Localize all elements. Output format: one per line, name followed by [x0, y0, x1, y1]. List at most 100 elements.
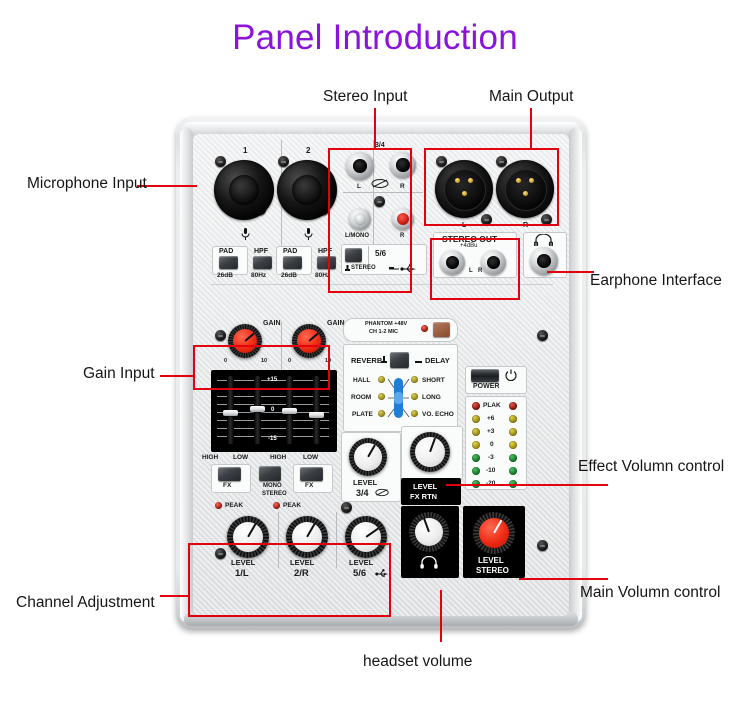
stereo-out-level: +4dBu [460, 243, 478, 249]
audio-mixer-device: 1 2 PAD 26dB HPF [176, 118, 586, 630]
leader-stereo-input [374, 108, 376, 150]
usb-stereo-button[interactable] [345, 248, 362, 262]
fx-rtn-label-block [401, 478, 461, 505]
stereo-input-left-label: L [357, 183, 361, 190]
highlight-gain [193, 345, 330, 390]
leader-effect-volume [446, 484, 608, 486]
hpf-value-2: 80Hz [315, 272, 331, 279]
eq-band-label-1: HIGH [202, 454, 219, 461]
meter-led-left-plus6 [472, 415, 480, 423]
page-title: Panel Introduction [232, 18, 518, 57]
stereo-out-right-label: R [478, 268, 483, 274]
power-icon [505, 369, 517, 381]
gain-min-1: 0 [224, 358, 228, 364]
eq-scale-top: +15 [267, 377, 278, 383]
level-56-label-2: 5/6 [353, 568, 367, 579]
earphone-jack[interactable] [530, 247, 558, 275]
stereo-label: STEREO [262, 491, 287, 497]
rca-input-right[interactable] [392, 208, 414, 230]
hpf-button-1[interactable] [253, 256, 272, 269]
fx-rtn-knob[interactable] [410, 432, 450, 472]
peak-led-1 [215, 502, 222, 509]
stereo-icon [415, 361, 422, 363]
stereo-input-divider [343, 192, 423, 193]
hpf-label-2: HPF [318, 248, 332, 255]
highlight-channel-adjust [188, 543, 391, 617]
rca-left-label: L/MONO [345, 233, 369, 239]
delay-label: DELAY [425, 356, 450, 365]
highlight-stereo-input [328, 148, 412, 293]
reverb-label: REVERB [351, 356, 383, 365]
rca-input-left[interactable] [349, 208, 371, 230]
leader-main-output [530, 108, 532, 150]
pad-button-2[interactable] [283, 256, 302, 269]
level-56-knob[interactable] [345, 516, 387, 558]
stereo-out-jack-right[interactable] [481, 250, 506, 275]
level-2r-label-2: 2/R [294, 568, 309, 579]
gain-knob-2[interactable] [292, 324, 326, 358]
preset-room-led [378, 393, 385, 400]
meter-led-left-plak [472, 402, 480, 410]
mic-input-jack-1[interactable] [214, 160, 274, 220]
stereo-input-right-label: R [400, 183, 405, 190]
level-divider-1 [278, 512, 279, 568]
level-2r-knob[interactable] [286, 516, 328, 558]
eq-fader-low-1[interactable] [250, 406, 265, 412]
stereo-out-left-label: L [469, 268, 473, 274]
leader-earphone [547, 271, 594, 273]
mono-icon [381, 356, 387, 363]
phantom-led [421, 325, 428, 332]
mixer-right-bevel [569, 128, 582, 622]
hpf-button-2[interactable] [317, 256, 336, 269]
gain-min-2: 0 [288, 358, 292, 364]
level-divider-2 [336, 512, 337, 568]
annotation-gain-input: Gain Input [83, 365, 155, 382]
phantom-line-2: CH 1-2 MIC [369, 329, 399, 335]
meter-label-minus3: -3 [488, 454, 494, 461]
eq-fader-high-2[interactable] [282, 408, 297, 414]
peak-label-1: PEAK [225, 502, 244, 509]
eq-band-label-2: LOW [233, 454, 249, 461]
channel-1-number: 1 [243, 146, 248, 155]
main-output-xlr-right[interactable] [496, 160, 554, 218]
usb-icon [375, 569, 388, 577]
leader-main-volume [519, 578, 608, 580]
eq-fader-low-2[interactable] [309, 412, 324, 418]
preset-short-label: SHORT [422, 377, 445, 384]
meter-label-plak: PLAK [483, 402, 501, 409]
eq-fader-high-1[interactable] [223, 410, 238, 416]
screw [341, 502, 352, 513]
screw [215, 548, 226, 559]
eq-scale-mid: 0 [271, 407, 275, 413]
gain-knob-1[interactable] [228, 324, 262, 358]
gain-max-1: 10 [261, 358, 268, 364]
preset-plate-label: PLATE [352, 411, 373, 418]
fx-button-1[interactable] [218, 467, 241, 481]
stereo-input-jack-left[interactable] [346, 152, 374, 180]
power-switch[interactable] [471, 369, 499, 382]
peak-label-2: PEAK [283, 502, 302, 509]
screw [215, 330, 226, 341]
stereo-level-knob[interactable] [473, 512, 515, 554]
level-34-knob[interactable] [349, 438, 387, 476]
gain-label-1: GAIN [263, 320, 281, 327]
headphone-icon [420, 556, 438, 569]
reverb-delay-button[interactable] [390, 352, 409, 368]
fx-button-2[interactable] [300, 467, 323, 481]
screw [481, 214, 492, 225]
annotation-earphone-interface: Earphone Interface [590, 272, 722, 289]
stereo-out-jack-left[interactable] [440, 250, 465, 275]
mic-input-jack-2[interactable] [277, 160, 337, 220]
mono-stereo-button[interactable] [259, 466, 281, 481]
meter-led-right-plak [509, 402, 517, 410]
level-2r-label-1: LEVEL [290, 558, 315, 567]
channel-divider-2 [373, 140, 374, 258]
level-1l-knob[interactable] [227, 516, 269, 558]
meter-led-left-minus10 [472, 467, 480, 475]
pad-button-1[interactable] [219, 256, 238, 269]
headphone-level-knob[interactable] [409, 512, 449, 552]
phantom-button[interactable] [433, 322, 450, 337]
annotation-headset-volume: headset volume [363, 653, 473, 670]
main-output-xlr-left[interactable] [435, 160, 493, 218]
